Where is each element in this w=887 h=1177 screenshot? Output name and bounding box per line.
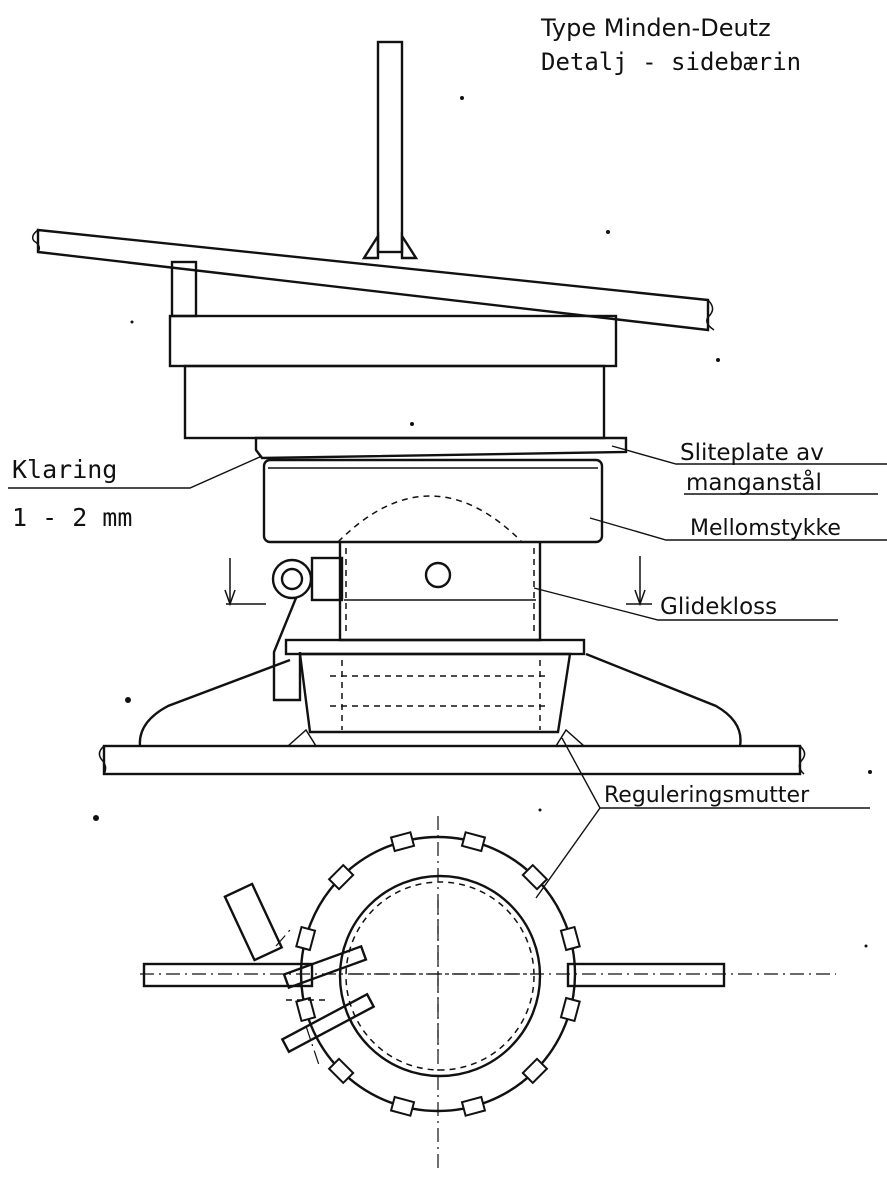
drawing-title-line2: Detalj - sidebærin [541, 48, 801, 76]
base-flange-left [138, 658, 291, 747]
leader-mellomstykke [589, 517, 887, 541]
nut-notch [521, 863, 549, 891]
nut-notch [460, 831, 487, 853]
nut-notch [295, 996, 317, 1023]
intermediate-piece [262, 458, 604, 544]
top-sloped-plate [31, 228, 715, 332]
drawing-title-line1: Type Minden-Deutz [540, 14, 771, 42]
upper-block [168, 314, 618, 368]
nut-notch [460, 1095, 487, 1117]
nut-notch [295, 925, 317, 952]
leader-sliteplate [611, 445, 887, 465]
clearance-markers [224, 556, 652, 607]
lower-block [183, 364, 606, 440]
base-flange-right [585, 652, 742, 747]
nut-notch [559, 925, 581, 952]
handle-bar-right [566, 962, 726, 988]
clamp-pin [271, 556, 344, 702]
label-sliteplate-line1: Sliteplate av [680, 440, 824, 466]
vertical-web [361, 40, 419, 260]
wear-plate [254, 436, 628, 460]
sliding-block [338, 542, 542, 642]
label-glidekloss: Glidekloss [660, 594, 777, 620]
scan-specks [93, 96, 872, 948]
nut-notch [521, 1057, 549, 1085]
nut-notch [327, 863, 355, 891]
leader-klaring [8, 455, 263, 489]
label-reguleringsmutter: Reguleringsmutter [604, 783, 810, 808]
nut-notch [327, 1057, 355, 1085]
leader-glidekloss [533, 587, 838, 621]
handle-bar-left [142, 962, 314, 988]
nut-notches [295, 831, 581, 1117]
nut-notch [559, 996, 581, 1023]
label-sliteplate-line2: manganstål [686, 468, 822, 496]
intermediate-piece-hidden-dome [337, 495, 523, 543]
nut-plan-view [140, 816, 836, 1172]
sliding-block-hole [424, 561, 452, 589]
nut-notch [389, 831, 416, 853]
leader-reguleringsmutter-lower [535, 807, 601, 899]
nut-notch [389, 1095, 416, 1117]
label-klaring: Klaring [12, 455, 117, 484]
adjusting-nut-housing [284, 638, 586, 734]
label-klaring-value: 1 - 2 mm [12, 503, 132, 532]
label-mellomstykke: Mellomstykke [690, 516, 841, 541]
bottom-plate [98, 728, 806, 776]
